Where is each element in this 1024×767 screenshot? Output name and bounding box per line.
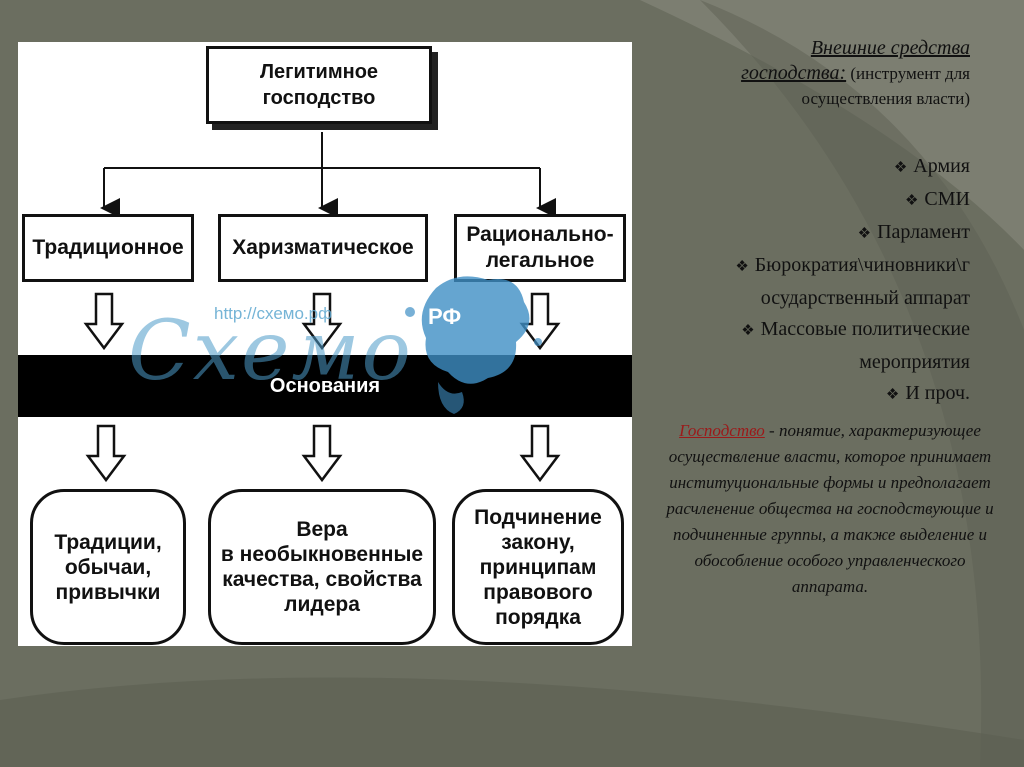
list-item: ❖ Парламент	[640, 217, 970, 250]
external-means-panel: Внешние средства господства: (инструмент…	[640, 36, 970, 411]
type-node-charismatic: Харизматическое	[218, 214, 428, 282]
list-item-label: И проч.	[905, 382, 970, 404]
heading-rest: (инструмент для	[846, 64, 970, 83]
diamond-bullet-icon: ❖	[857, 226, 872, 242]
external-means-list: ❖ Армия ❖ СМИ ❖ Парламент ❖ Бюрократия\чинов…	[640, 151, 970, 411]
diamond-bullet-icon: ❖	[904, 193, 919, 209]
watermark-url: http://схемо.рф	[214, 304, 333, 323]
list-item-label: Бюрократия\чиновники\г	[754, 254, 970, 276]
diamond-bullet-icon: ❖	[741, 323, 755, 339]
foundations-bar-label: Основания	[269, 374, 381, 397]
diagram-connectors	[83, 132, 561, 483]
list-item: ❖ Армия	[640, 151, 970, 184]
list-item-label: СМИ	[924, 188, 970, 210]
basis-node-traditions: Традиции, обычаи, привычки	[30, 489, 186, 645]
list-item-label: Армия	[913, 155, 970, 177]
basis-node-law: Подчинение закону, принципам правового п…	[452, 489, 624, 645]
definition-text: - понятие, характеризующее осуществление…	[666, 421, 994, 596]
list-item-continuation: осударственный аппарат	[640, 283, 970, 314]
watermark-rf-label: РФ	[428, 304, 462, 329]
external-means-heading: Внешние средства господства: (инструмент…	[640, 36, 970, 111]
list-item-label: мероприятия	[859, 351, 970, 373]
diamond-bullet-icon: ❖	[893, 160, 908, 176]
list-item-label: осударственный аппарат	[760, 287, 970, 309]
legitimate-domination-diagram: Легитимное господство Традиционное Хариз…	[18, 42, 632, 646]
heading-line-1: Внешние средства	[810, 37, 970, 59]
list-item-label: Парламент	[877, 221, 970, 243]
foundations-bar	[18, 355, 632, 417]
list-item: ❖ СМИ	[640, 184, 970, 217]
watermark-logo-text: Схемо	[128, 304, 413, 399]
list-item: ❖ Бюрократия\чиновники\г	[640, 250, 970, 283]
basis-node-belief: Вера в необыкновенные качества, свойства…	[208, 489, 436, 645]
list-item: ❖ Массовые политические	[640, 314, 970, 347]
root-node-legitimate-domination: Легитимное господство	[206, 46, 432, 124]
list-item: ❖ И проч.	[640, 378, 970, 411]
list-item-label: Массовые политические	[760, 318, 970, 340]
diamond-bullet-icon: ❖	[735, 259, 749, 275]
heading-line-3: осуществления власти)	[801, 89, 970, 108]
diamond-bullet-icon: ❖	[885, 387, 900, 403]
definition-term: Господство	[679, 421, 765, 440]
type-node-rational-legal: Рационально- легальное	[454, 214, 626, 282]
list-item-continuation: мероприятия	[640, 347, 970, 378]
type-node-traditional: Традиционное	[22, 214, 194, 282]
domination-definition: Господство - понятие, характеризующее ос…	[662, 418, 998, 600]
heading-line-2: господства:	[741, 62, 847, 84]
